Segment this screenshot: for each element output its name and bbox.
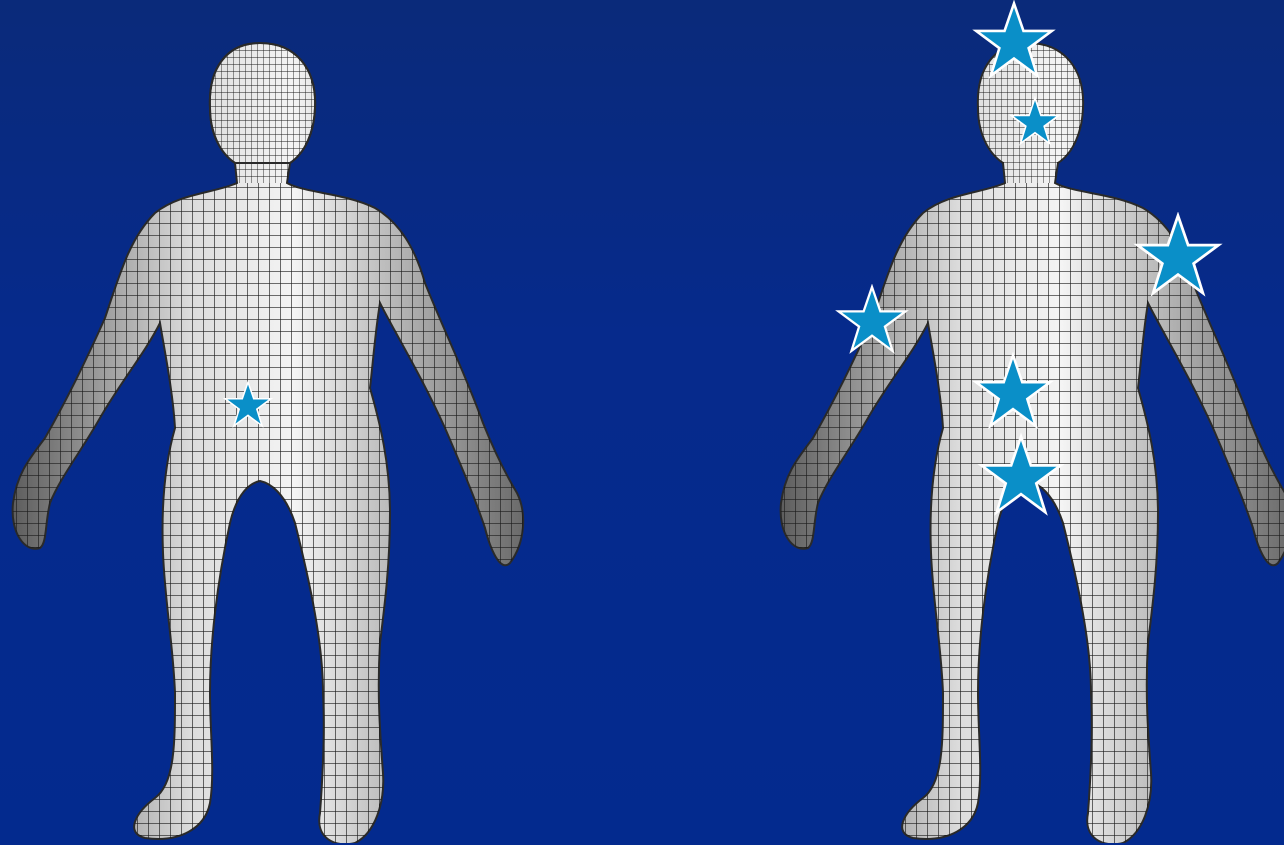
figure-right <box>773 43 1284 844</box>
figure-left <box>5 43 525 844</box>
